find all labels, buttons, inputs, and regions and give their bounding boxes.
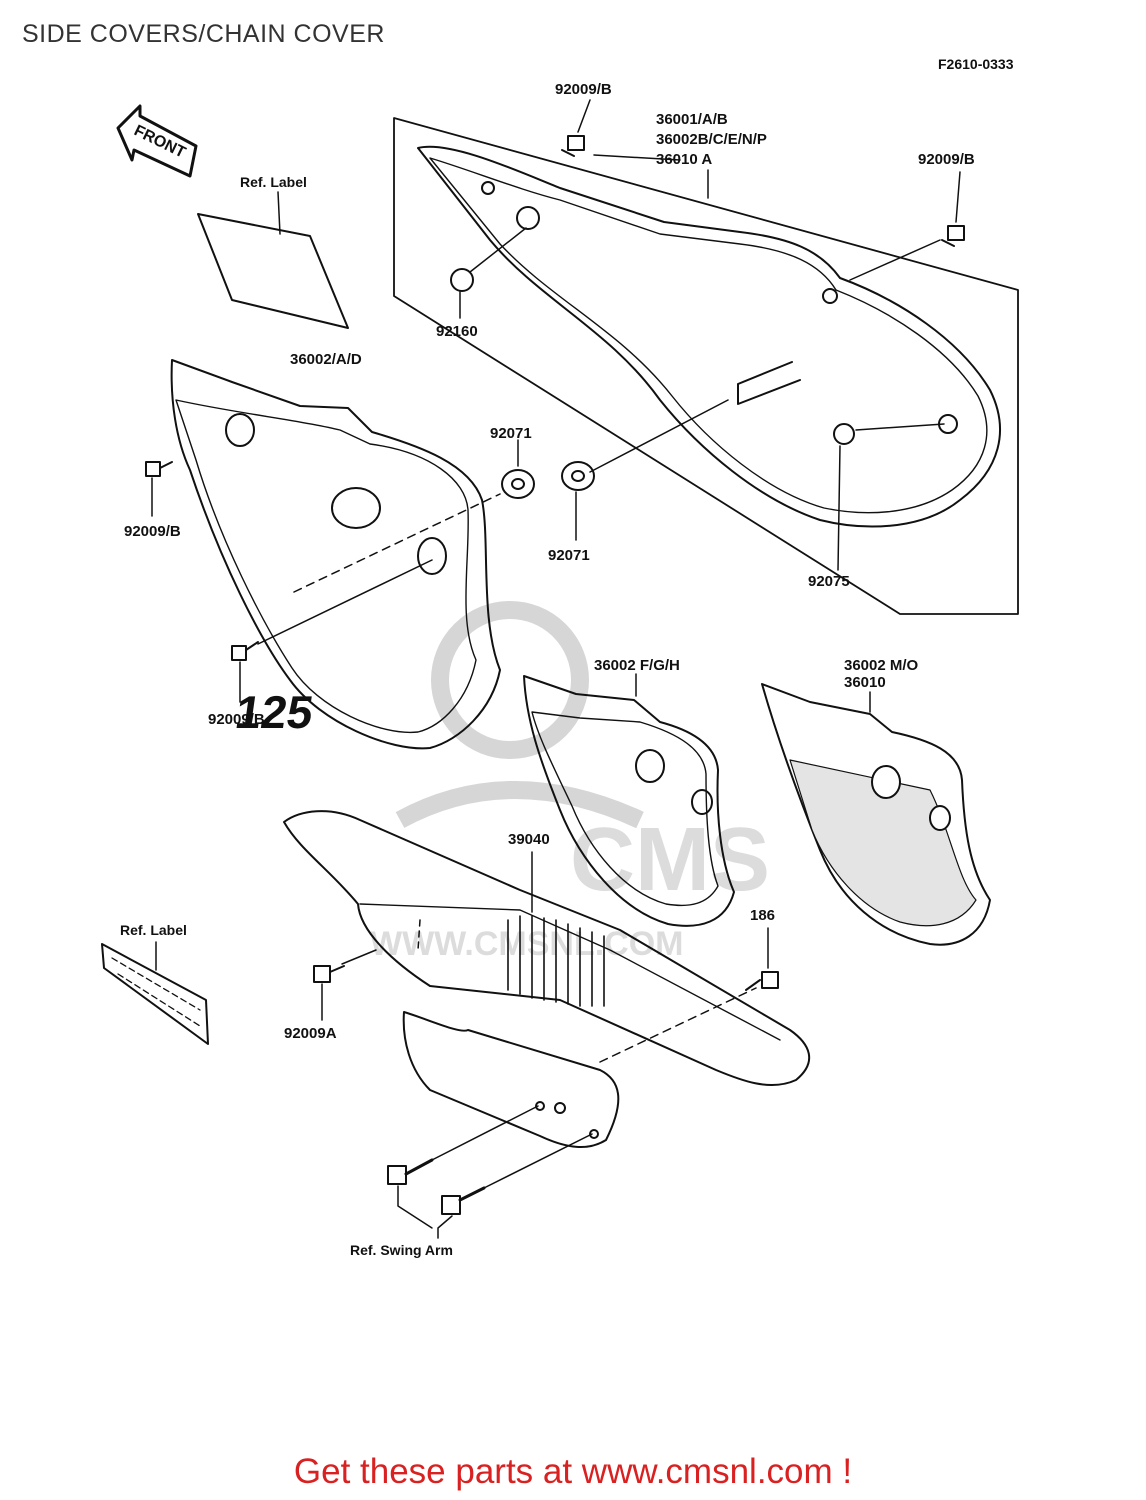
figure-code: F2610-0333	[938, 56, 1014, 72]
swing-arm-bolt-1-icon	[387, 1158, 434, 1185]
label-cover-right-3: 36010 A	[656, 151, 713, 168]
left-side-cover	[170, 359, 501, 750]
ref-label-top-sticker	[197, 213, 349, 329]
right-side-cover	[417, 145, 1001, 528]
label-bolt-left-upper: 92009/B	[124, 523, 181, 540]
chain-cover	[283, 810, 811, 1087]
bolt-right-icon	[941, 225, 965, 247]
bolt-92009a-icon	[313, 965, 345, 983]
label-bolt-right: 92009/B	[918, 151, 975, 168]
label-grommet-92160: 92160	[436, 323, 478, 340]
grommet-92075	[833, 423, 855, 445]
bolt-186-icon	[745, 971, 779, 991]
mounting-pin-icon	[737, 361, 801, 405]
label-cover-left: 36002/A/D	[290, 351, 362, 368]
label-grommet-92071-b: 92071	[548, 547, 590, 564]
grommet-92071-b	[561, 461, 595, 491]
label-ref-label-top: Ref. Label	[240, 174, 307, 190]
watermark-logo: CMS WWW.CMSNL.COM	[370, 601, 770, 960]
label-bolt-92009a: 92009A	[284, 1025, 337, 1042]
watermark-url: WWW.CMSNL.COM	[370, 925, 684, 960]
decal-125: 125	[232, 686, 316, 738]
side-cover-mo	[761, 683, 991, 946]
bolt-top-icon	[561, 135, 585, 157]
label-grommet-92071-a: 92071	[490, 425, 532, 442]
label-bolt-186: 186	[750, 907, 776, 924]
label-cover-right-1: 36001/A/B	[656, 111, 728, 128]
side-cover-fgh	[523, 675, 735, 927]
footer-cta[interactable]: Get these parts at www.cmsnl.com !	[293, 1452, 853, 1491]
bolt-left-lower-icon	[231, 641, 259, 661]
grommet-92160	[450, 268, 474, 292]
label-ref-label-bottom: Ref. Label	[120, 922, 187, 938]
label-bolt-top: 92009/B	[555, 81, 612, 98]
grommet-92071-a	[501, 469, 535, 499]
label-cover-mo-2: 36010	[844, 674, 886, 691]
bolt-left-upper-icon	[145, 461, 173, 477]
ref-label-bottom-sticker	[101, 943, 209, 1045]
label-cover-fgh: 36002 F/G/H	[594, 657, 680, 674]
label-bolt-left-lower: 92009/B	[208, 711, 265, 728]
chain-guard-plate	[402, 1011, 620, 1149]
label-ref-swing-arm: Ref. Swing Arm	[350, 1242, 453, 1258]
chain-cover-ribs	[507, 915, 605, 1007]
label-cover-right-2: 36002B/C/E/N/P	[656, 131, 767, 148]
page-title: SIDE COVERS/CHAIN COVER	[22, 20, 385, 48]
label-grommet-92075: 92075	[808, 573, 850, 590]
label-chain-cover: 39040	[508, 831, 550, 848]
label-cover-mo-1: 36002 M/O	[844, 657, 919, 674]
right-cover-frame	[393, 117, 1019, 615]
swing-arm-bolt-2-icon	[441, 1186, 486, 1215]
front-arrow-icon: FRONT	[116, 104, 198, 178]
